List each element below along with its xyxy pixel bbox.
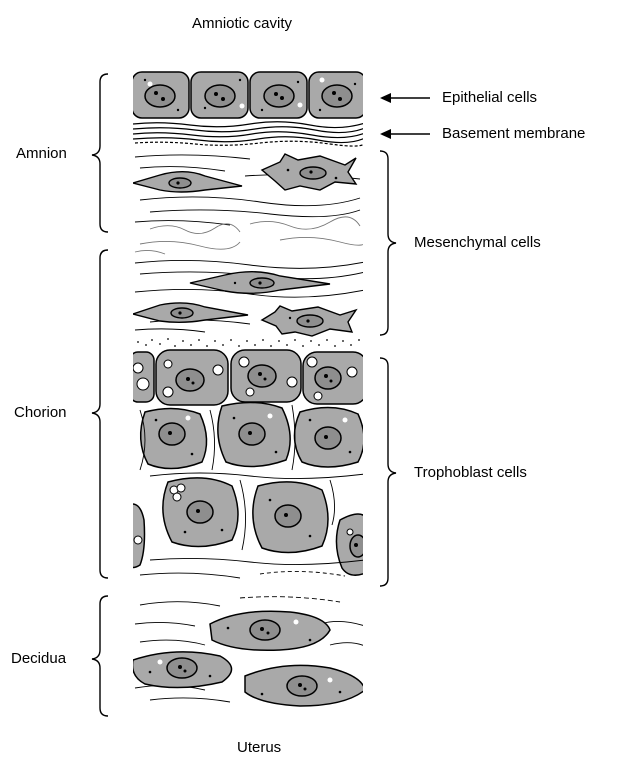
chorion-brace	[92, 250, 108, 578]
trophoblast-brace	[380, 358, 396, 586]
reticular-layer	[137, 338, 360, 347]
trophoblast-cells-row2	[141, 402, 364, 468]
trophoblast-cells-label: Trophoblast cells	[414, 464, 527, 482]
epithelial-cells	[132, 72, 366, 118]
uterus-label: Uterus	[237, 739, 281, 757]
trophoblast-cells-row1	[130, 350, 367, 405]
amnion-label: Amnion	[16, 145, 67, 163]
mesenchymal-brace	[380, 151, 396, 335]
epithelial-arrowhead	[380, 93, 391, 103]
pointer-arrows	[380, 93, 430, 139]
trophoblast-cells-row3	[128, 478, 368, 575]
mesenchymal-cells-label: Mesenchymal cells	[414, 234, 541, 252]
right-braces	[380, 151, 396, 586]
left-braces	[92, 74, 108, 716]
amnion-brace	[92, 74, 108, 232]
amnion-mesenchymal-cells	[133, 154, 356, 192]
basement-membrane	[133, 122, 365, 146]
amniotic-cavity-label: Amniotic cavity	[192, 15, 292, 33]
decidual-cells	[133, 611, 366, 706]
tissue-column	[128, 72, 368, 706]
decidua-brace	[92, 596, 108, 716]
decidua-label: Decidua	[11, 650, 66, 668]
chorion-mesenchymal-cells	[133, 272, 356, 336]
chorion-label: Chorion	[14, 404, 67, 422]
basement-arrowhead	[380, 129, 391, 139]
epithelial-cells-label: Epithelial cells	[442, 89, 537, 107]
basement-membrane-label: Basement membrane	[442, 125, 585, 143]
